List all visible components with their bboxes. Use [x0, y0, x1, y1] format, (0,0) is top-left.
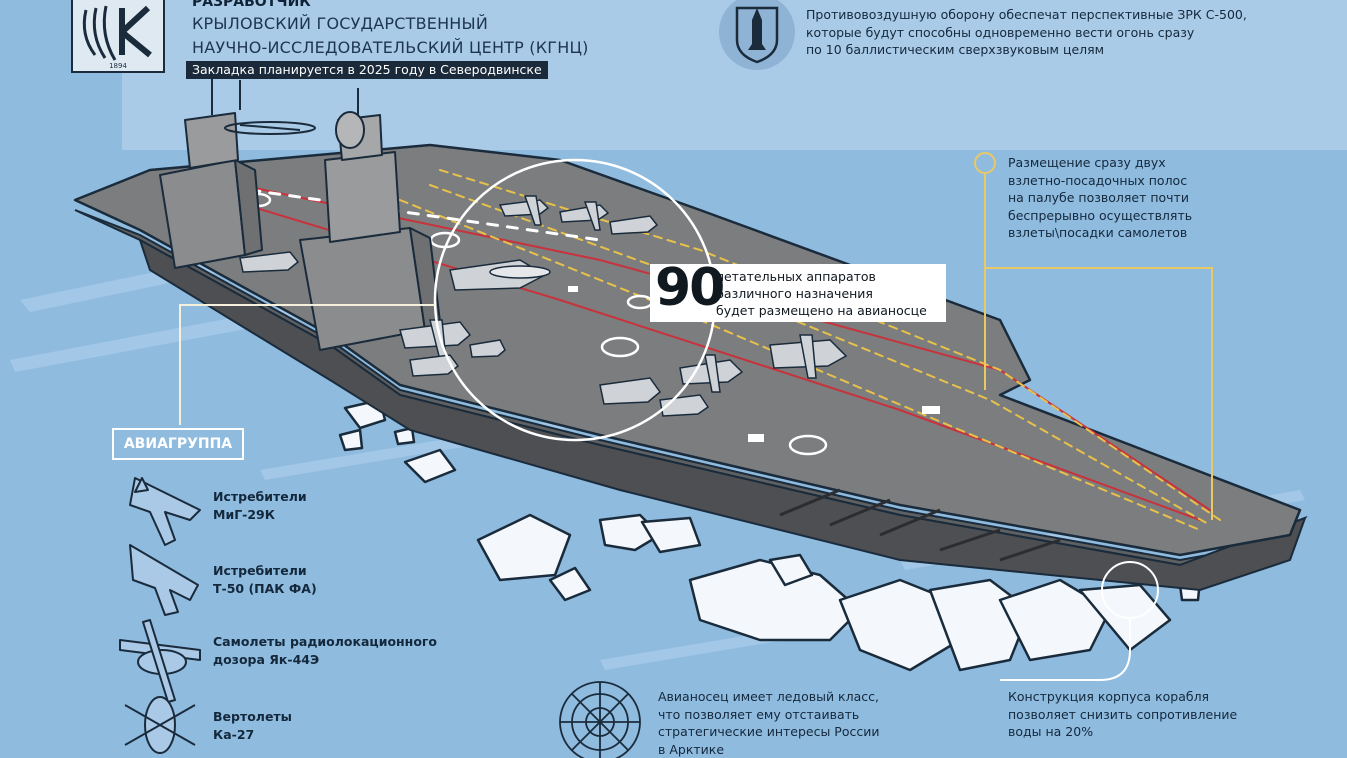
ice-class-line4: в Арктике	[658, 741, 725, 757]
legend-item-line2: МиГ-29К	[213, 507, 275, 522]
logo-year: 1894	[109, 62, 127, 70]
carrier-hull-side	[138, 237, 1307, 592]
laying-note: Закладка планируется в 2025 году в Север…	[186, 61, 548, 79]
air-defense-line1: Противовоздушную оборону обеспечат персп…	[806, 7, 1247, 22]
legend-item-line2: Т-50 (ПАК ФА)	[213, 581, 317, 596]
kgnc-logo: 1894	[71, 0, 165, 73]
runways-line2: взлетно-посадочных полос	[1008, 172, 1188, 188]
t50-icon	[129, 544, 199, 616]
air-group-title: АВИАГРУППА	[112, 428, 244, 460]
aircraft-count-line1: летательных аппаратов	[716, 269, 876, 284]
air-defense-line3: по 10 баллистическим сверхзвуковым целям	[806, 42, 1105, 58]
hull-text: Конструкция корпуса корабля позволяет сн…	[1008, 688, 1237, 741]
hull-line1: Конструкция корпуса корабля	[1008, 689, 1210, 704]
legend-item-line1: Истребители	[213, 489, 307, 504]
legend-item-line1: Истребители	[213, 563, 307, 578]
island-rear	[159, 70, 316, 269]
arctic-globe-icon	[559, 681, 641, 758]
yak44-icon	[119, 619, 201, 703]
hull-line3: воды на 20%	[1008, 724, 1094, 740]
legend-item-line2: Ка-27	[213, 727, 255, 742]
ice-floe	[476, 513, 572, 582]
runways-line5: взлеты\посадки самолетов	[1008, 225, 1188, 241]
legend-item-t50: Истребители Т-50 (ПАК ФА)	[213, 562, 317, 598]
ice-class-text: Авианосец имеет ледовый класс, что позво…	[658, 688, 879, 758]
ice-field	[338, 398, 1202, 672]
ice-class-line2: что позволяет ему отстаивать	[658, 706, 860, 722]
ka27-icon	[124, 696, 196, 754]
air-defense-text: Противовоздушную оборону обеспечат персп…	[806, 6, 1247, 59]
developer-name-line1: КРЫЛОВСКИЙ ГОСУДАРСТВЕННЫЙ	[192, 14, 489, 33]
aircraft-count-number: 90	[655, 258, 725, 318]
legend-item-yak44: Самолеты радиолокационного дозора Як-44Э	[213, 633, 437, 669]
legend-item-line1: Самолеты радиолокационного	[213, 634, 438, 649]
runways-line4: беспрерывно осуществлять	[1008, 207, 1193, 223]
hull-catapults	[779, 488, 1061, 562]
developer-name-line2: НАУЧНО-ИССЛЕДОВАТЕЛЬСКИЙ ЦЕНТР (КГНЦ)	[192, 38, 589, 57]
ice-class-line3: стратегические интересы России	[658, 724, 880, 740]
developer-heading: РАЗРАБОТЧИК	[192, 0, 311, 10]
missile-icon	[719, 0, 795, 70]
legend-item-line2: дозора Як-44Э	[213, 652, 320, 667]
developer-name: КРЫЛОВСКИЙ ГОСУДАРСТВЕННЫЙ НАУЧНО-ИССЛЕД…	[192, 12, 589, 60]
mig29k-icon	[129, 477, 201, 546]
runways-line1: Размещение сразу двух	[1008, 155, 1166, 170]
runways-line3: на палубе позволяет почти	[1008, 190, 1189, 206]
hull-line2: позволяет снизить сопротивление	[1008, 706, 1238, 722]
air-defense-line2: которые будут способны одновременно вест…	[806, 24, 1195, 40]
runways-text: Размещение сразу двух взлетно-посадочных…	[1008, 154, 1192, 242]
island-front	[299, 88, 441, 351]
deck-white-blocks	[568, 286, 940, 442]
legend-item-mig29k: Истребители МиГ-29К	[213, 488, 307, 524]
aircraft-count-line3: будет размещено на авианосце	[716, 303, 927, 318]
legend-item-ka27: Вертолеты Ка-27	[213, 708, 292, 744]
aircraft-count-line2: различного назначения	[716, 286, 873, 301]
aircraft-count-box	[650, 264, 946, 322]
legend-item-line1: Вертолеты	[213, 709, 292, 724]
aircraft-count-text: летательных аппаратов различного назначе…	[716, 268, 927, 319]
ice-class-line1: Авианосец имеет ледовый класс,	[658, 689, 879, 704]
